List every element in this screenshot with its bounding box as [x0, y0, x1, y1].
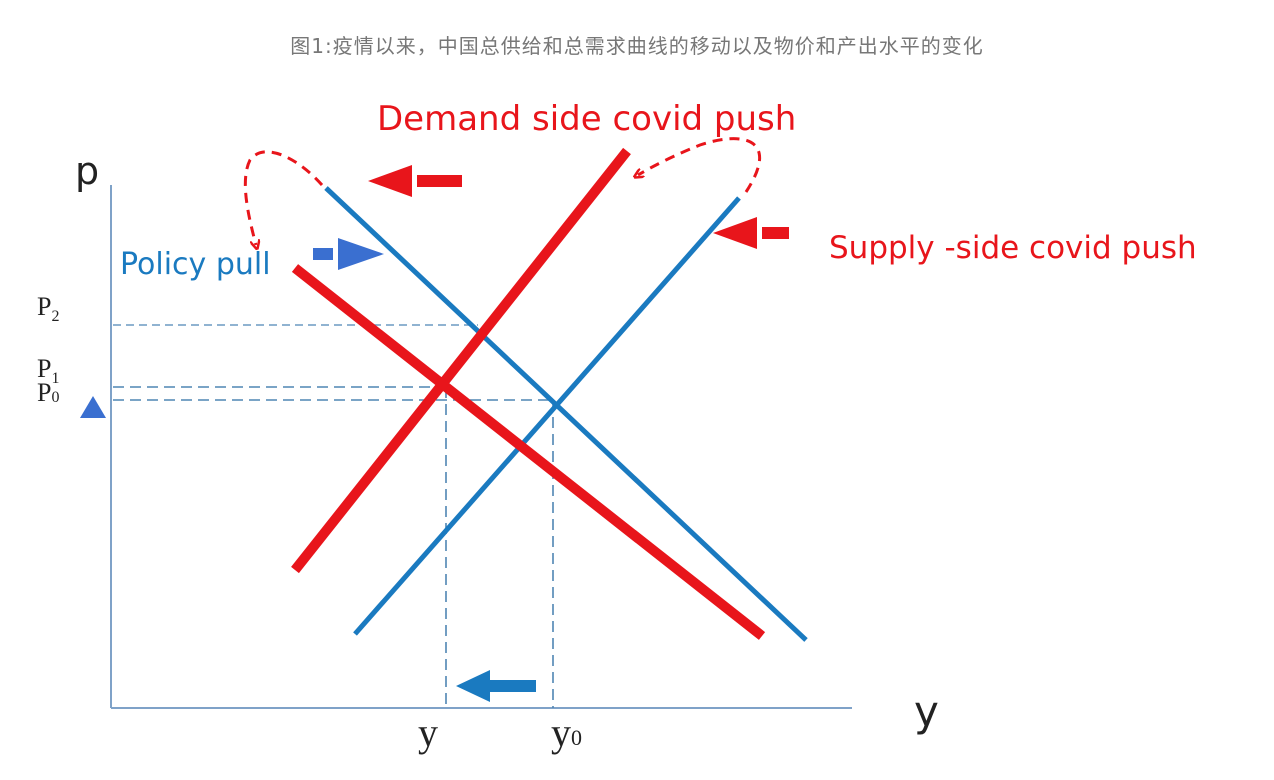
y-axis-label: p	[75, 149, 99, 193]
demand-side-label: Demand side covid push	[377, 99, 796, 139]
policy-pull-arrow-icon	[313, 238, 384, 270]
figure-caption: 图1:疫情以来，中国总供给和总需求曲线的移动以及物价和产出水平的变化	[290, 34, 984, 58]
supply-shift-dashed-arrow	[638, 137, 762, 193]
p2-label: P2	[37, 292, 59, 325]
shifted-demand-curve	[324, 186, 808, 642]
price-marker-triangle	[80, 396, 106, 418]
output-shift-arrow-icon	[456, 670, 536, 702]
y0-output-label: y0	[551, 710, 582, 755]
p0-label: P0	[37, 378, 59, 407]
shifted-supply-curve	[291, 147, 631, 574]
original-demand-curve	[291, 264, 766, 640]
guide-lines	[113, 324, 554, 708]
original-supply-curve	[353, 196, 741, 636]
supply-side-label: Supply -side covid push	[829, 230, 1197, 266]
policy-pull-label: Policy pull	[120, 247, 271, 282]
supply-side-arrow-icon	[713, 217, 789, 249]
x-axis-label: y	[914, 687, 939, 736]
p1-label: P1	[37, 354, 59, 387]
y-output-label: y	[418, 710, 438, 755]
demand-shift-dashed-arrow	[243, 150, 324, 245]
demand-side-arrow-icon	[368, 165, 462, 197]
